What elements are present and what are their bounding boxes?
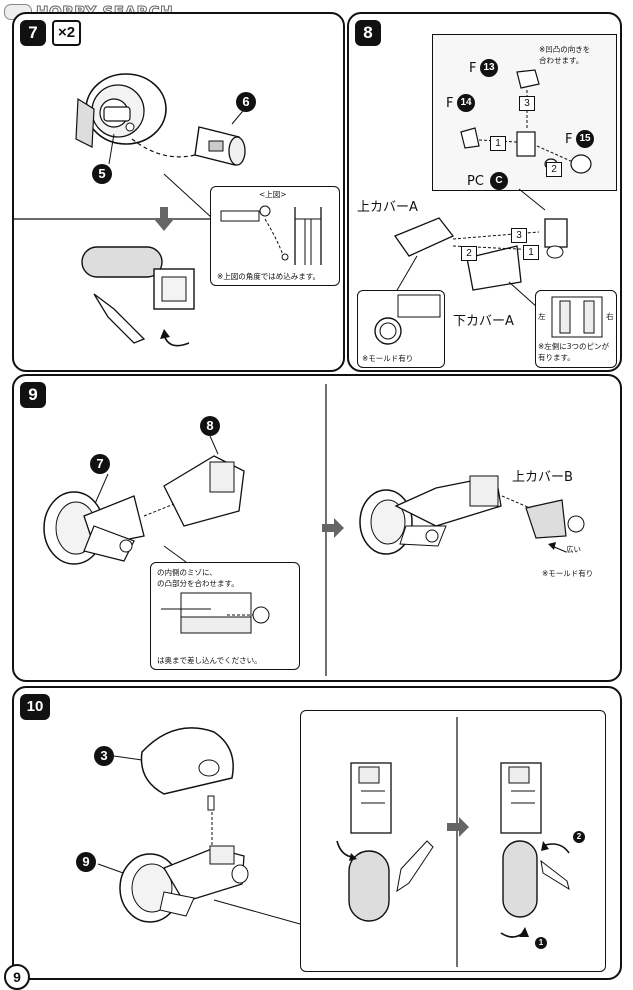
step8-mold-inset-illustration <box>374 294 441 345</box>
step9-right-illustration <box>359 475 585 555</box>
step7-inset-note: ※上図の角度ではめ込みます。 <box>217 272 321 281</box>
step8-number: 8 <box>355 20 381 46</box>
step8-mold-inset: ※モールド有り <box>357 290 445 368</box>
step8-step-box-2a: 2 <box>546 162 562 177</box>
step9-panel: 9 7 8 の内側のミゾに、 の凸部分を合わせます。 8 は奥まで差し込んでくだ… <box>12 374 622 682</box>
step8-panel: 8 ※凹凸の向きを 合わせます。 F 13 F 14 F 15 PC C <box>347 12 622 372</box>
step8-step-box-1b: 1 <box>523 245 539 260</box>
step8-pc-label: PC <box>467 174 484 189</box>
step10-panel: 10 3 9 <box>12 686 622 980</box>
step9-part7-marker: 7 <box>90 454 110 474</box>
step10-part3-marker: 3 <box>94 746 114 766</box>
step7-inset-title: <上図> <box>259 190 287 199</box>
step10-part9-marker: 9 <box>76 852 96 872</box>
step7-number: 7 <box>20 20 46 46</box>
step8-pc-number: C <box>490 172 508 190</box>
step7-panel: 7 ×2 5 6 <上図> <box>12 12 345 372</box>
step8-f15-number: 15 <box>576 130 594 148</box>
step7-down-arrow-icon <box>154 207 174 231</box>
step8-f13-label: F <box>469 61 477 76</box>
step8-align-note: ※凹凸の向きを 合わせます。 <box>539 45 591 65</box>
step9-part8-marker: 8 <box>200 416 220 436</box>
step10-inset-divider <box>456 717 458 967</box>
step8-pins-note: ※左側に3つのピンが 有ります。 <box>538 342 610 362</box>
step9-inset-illustration <box>161 592 270 634</box>
step7-detail-inset: <上図> ※上図の角度ではめ込みます。 <box>210 186 340 286</box>
step10-inset-right-illustration <box>500 762 570 938</box>
step8-step-box-1a: 1 <box>490 136 506 151</box>
step9-upper-cover-b-label: 上カバーB <box>512 470 573 485</box>
step9-inset-top-note: の内側のミゾに、 の凸部分を合わせます。 <box>157 568 239 588</box>
step10-left-illustration <box>97 727 301 925</box>
step8-pins-inset-illustration <box>551 296 603 338</box>
step8-inset-right-label: 右 <box>606 312 614 321</box>
step8-step-box-2b: 2 <box>461 246 477 261</box>
step9-left-illustration <box>43 435 245 565</box>
step9-detail-inset: の内側のミゾに、 の凸部分を合わせます。 8 は奥まで差し込んでください。 <box>150 562 300 670</box>
step10-right-arrow-icon <box>447 817 469 837</box>
step8-small-parts-illustration <box>388 69 592 317</box>
step8-step-box-3b: 3 <box>511 228 527 243</box>
step8-lower-cover-a-label: 下カバーA <box>453 314 514 329</box>
step8-f14-number: 14 <box>457 94 475 112</box>
step8-f15-label: F <box>565 132 573 147</box>
step7-part6-marker: 6 <box>236 92 256 112</box>
page-number: 9 <box>4 964 30 990</box>
step9-number: 9 <box>20 382 46 408</box>
step10-arrow1-marker: 1 <box>535 937 547 949</box>
step7-wheel-illustration <box>75 73 167 148</box>
step7-assembled-illustration <box>81 246 195 347</box>
step10-arrow2-marker: 2 <box>573 831 585 843</box>
step10-inset-left-illustration <box>336 762 434 922</box>
step7-part5-marker: 5 <box>92 164 112 184</box>
step9-right-arrow-icon <box>322 518 344 538</box>
step10-number: 10 <box>20 694 50 720</box>
step8-pins-inset: 左 右 ※左側に3つのピンが 有ります。 <box>535 290 617 368</box>
step7-multiplier: ×2 <box>52 20 82 46</box>
step10-detail-inset: 2 1 <box>300 710 606 972</box>
step8-step-box-3a: 3 <box>519 96 535 111</box>
step9-wide-label: 広い <box>566 545 581 554</box>
step9-mold-note: ※モールド有り <box>542 569 594 578</box>
step8-f14-label: F <box>446 96 454 111</box>
step8-f13-number: 13 <box>480 59 498 77</box>
step7-cylinder-illustration <box>194 126 246 166</box>
step8-mold-note: ※モールド有り <box>362 354 414 363</box>
step7-inset-illustration <box>220 205 322 265</box>
step9-inset-bottom-note: は奥まで差し込んでください。 <box>157 656 262 665</box>
step8-upper-cover-a-label: 上カバーA <box>357 200 418 215</box>
step8-inset-left-label: 左 <box>538 312 546 321</box>
